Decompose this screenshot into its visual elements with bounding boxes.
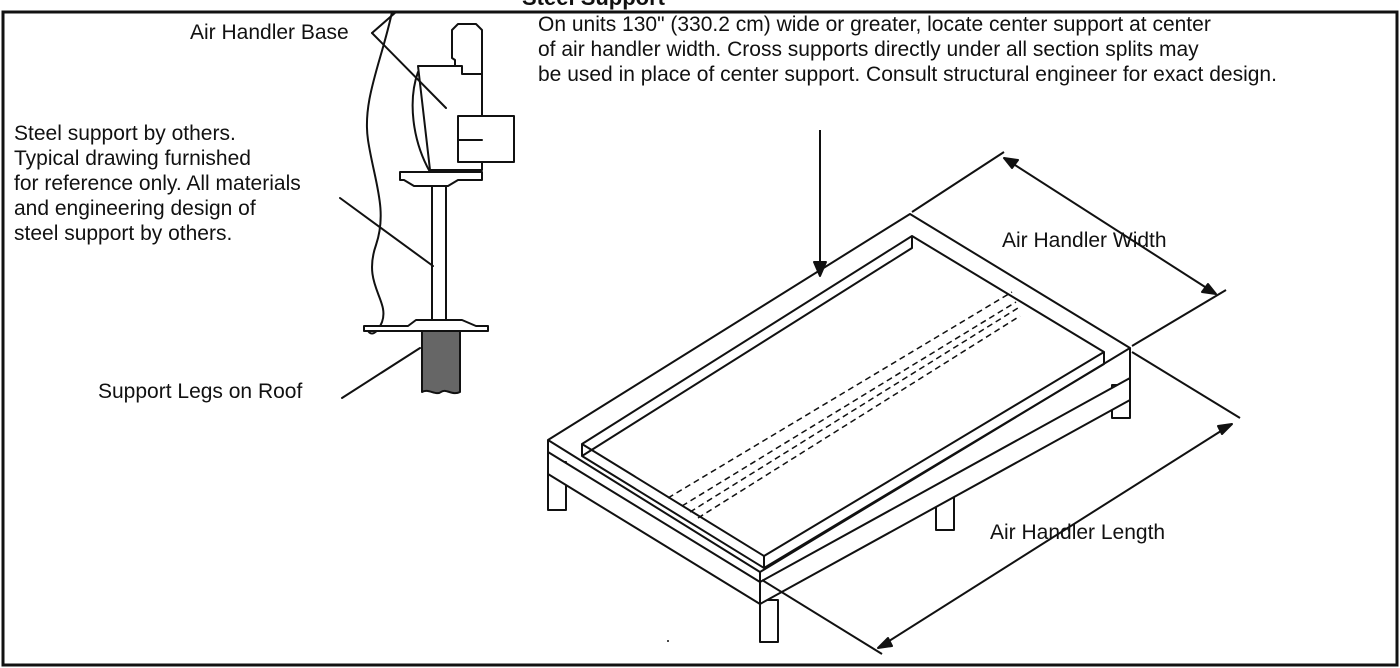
isometric-support-frame: [547, 130, 1241, 655]
arrowhead-center-support: [813, 261, 827, 277]
note-line: for reference only. All materials: [14, 172, 301, 195]
note-line: On units 130" (330.2 cm) wide or greater…: [538, 13, 1211, 36]
i-beam-web: [431, 185, 447, 321]
note-line: of air handler width. Cross supports dir…: [538, 38, 1199, 61]
leader-support-legs: [341, 347, 421, 399]
length-extension-top: [1131, 351, 1241, 419]
note-line: be used in place of center support. Cons…: [538, 63, 1277, 86]
frame-corner-front: [547, 348, 1131, 582]
i-beam-top-flange: [399, 171, 483, 187]
page-title: Steel Support: [522, 0, 665, 10]
label-support-legs: Support Legs on Roof: [98, 380, 303, 403]
width-dimension-line: [1003, 157, 1217, 295]
note-center-support: On units 130" (330.2 cm) wide or greater…: [538, 12, 1277, 87]
frame-leg: [759, 599, 779, 643]
break-line: [365, 11, 393, 335]
note-line: Typical drawing furnished: [14, 147, 251, 170]
leader-steel-support: [339, 197, 434, 267]
support-leg: [421, 330, 461, 395]
length-arrow-end: [877, 637, 893, 649]
length-extension-bottom: [761, 579, 883, 655]
length-arrow-start: [1217, 423, 1233, 435]
leader-air-handler-base-top: [371, 11, 397, 34]
frame-inner-ledge-bottom: [581, 352, 1105, 569]
length-dimension-line: [877, 423, 1233, 649]
i-beam-bottom-flange: [363, 319, 489, 332]
width-arrow-start: [1003, 157, 1019, 169]
label-air-handler-length: Air Handler Length: [990, 521, 1166, 544]
label-air-handler-width: Air Handler Width: [1002, 229, 1167, 252]
note-line: steel support by others.: [14, 222, 233, 245]
note-line: Steel support by others.: [14, 122, 236, 145]
note-steel-support: Steel support by others. Typical drawing…: [14, 121, 301, 246]
cross-section-detail: [339, 11, 515, 399]
base-panel-curve: [411, 71, 431, 173]
width-extension-right: [1131, 289, 1227, 347]
base-channel-inner: [451, 23, 483, 75]
note-line: and engineering design of: [14, 197, 256, 220]
label-air-handler-base: Air Handler Base: [190, 21, 349, 44]
hidden-center-supports: [667, 291, 1021, 519]
drawing-speck: [667, 640, 669, 642]
diagram-border: [1, 10, 1399, 667]
frame-inner-corner: [763, 236, 913, 568]
leader-air-handler-base: [371, 32, 447, 109]
width-extension-left: [911, 151, 1005, 213]
width-arrow-end: [1201, 283, 1217, 295]
